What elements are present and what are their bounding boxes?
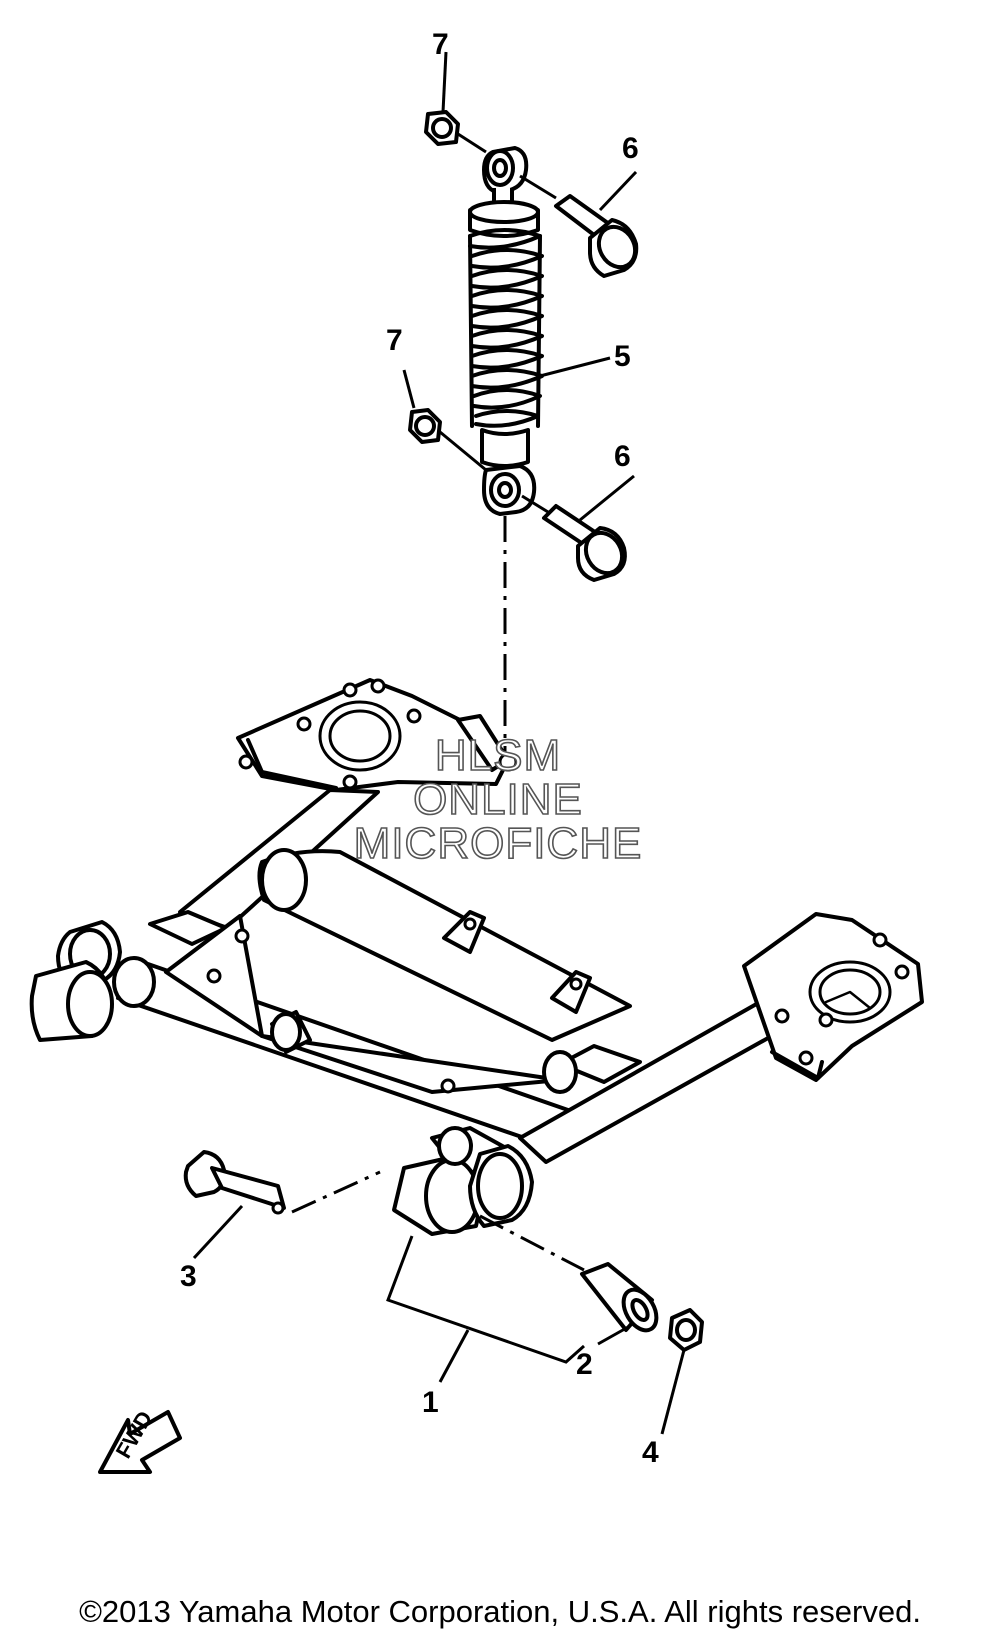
bracket-1 [386,1235,585,1383]
callout-2: 2 [576,1348,593,1381]
nut-7-lower [402,369,487,472]
callout-6-upper: 6 [622,132,639,165]
callout-3: 3 [180,1260,197,1293]
leader-5 [539,356,611,378]
bolt-6-lower [521,474,635,582]
watermark-line3: MICROFICHE [354,819,643,868]
callout-6-lower: 6 [614,440,631,473]
swing-arm [29,678,924,1236]
fwd-arrow-icon: FWD [98,1407,182,1474]
callout-1: 1 [422,1386,439,1419]
copyright-text: ©2013 Yamaha Motor Corporation, U.S.A. A… [79,1594,921,1629]
callout-5: 5 [614,340,631,373]
callout-7-upper: 7 [432,28,449,61]
watermark-line1: HLSM [435,731,561,780]
bolt-6-upper [519,170,639,278]
nut-4 [660,1308,704,1435]
watermark-line2: ONLINE [413,775,583,824]
callout-7-lower: 7 [386,324,403,357]
shock-absorber [468,146,544,516]
nut-7-upper [424,51,487,154]
bolt-3 [183,1150,381,1260]
watermark: HLSM ONLINE MICROFICHE [353,730,643,869]
callout-4: 4 [642,1436,659,1469]
collar-2 [479,1214,659,1346]
